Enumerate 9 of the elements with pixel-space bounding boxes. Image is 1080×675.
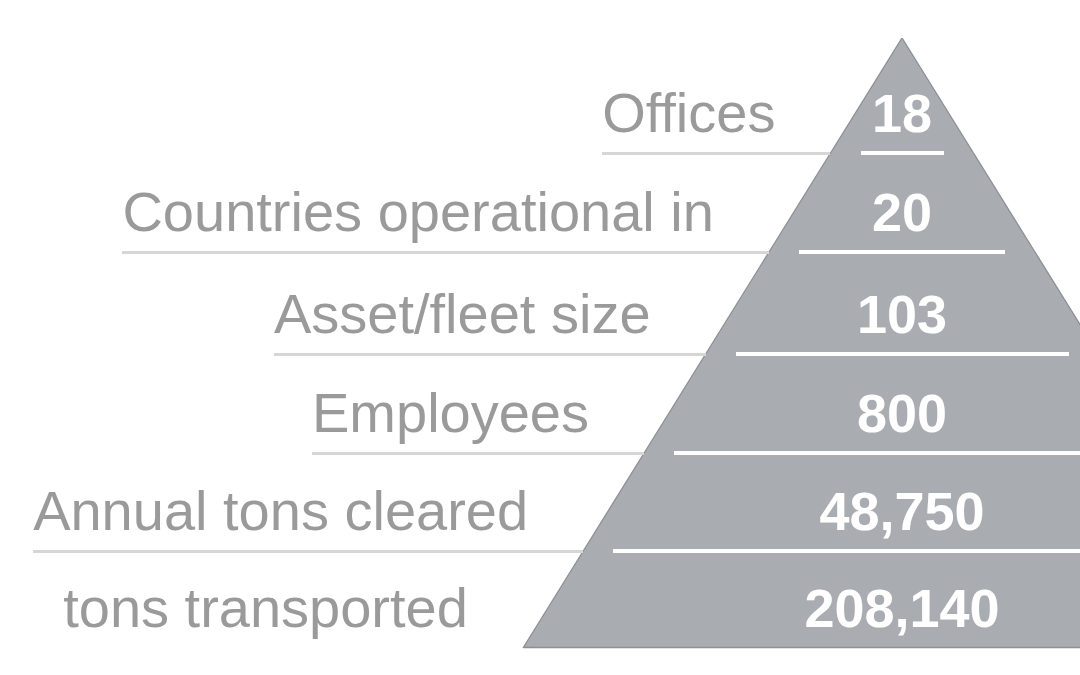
tier-value: 48,750 [819,484,985,538]
tier-label: Offices [602,85,776,141]
tier-value: 18 [871,86,933,140]
tier-value: 20 [871,185,933,239]
tier-label: Asset/fleet size [273,286,651,342]
tier-value: 800 [856,386,948,440]
tier-value: 103 [856,287,948,341]
tier-label: Annual tons cleared [33,483,529,539]
tier-value: 208,140 [804,581,1000,635]
